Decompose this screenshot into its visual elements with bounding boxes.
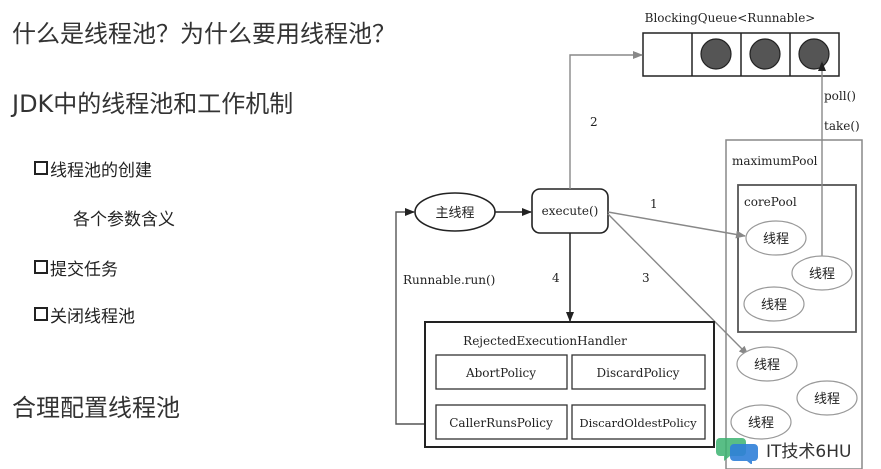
bullet-submit-label: 提交任务 xyxy=(50,260,118,280)
watermark: IT技术6HU xyxy=(716,434,851,464)
core-thread-3 xyxy=(743,286,805,322)
discard-policy-box xyxy=(571,354,706,390)
heading-jdk-threadpool: JDK中的线程池和工作机制 xyxy=(12,90,294,118)
caller-runs-policy-box xyxy=(435,404,568,440)
core-pool-box xyxy=(737,184,857,333)
discard-oldest-policy-label: DiscardOldestPolicy xyxy=(579,416,697,430)
core-thread-2 xyxy=(791,255,853,291)
main-thread-label: 主线程 xyxy=(435,206,474,221)
blocking-queue xyxy=(642,32,840,77)
heading-reasonable-config: 合理配置线程池 xyxy=(12,394,180,422)
edge-1-label: 1 xyxy=(650,197,658,211)
heading-what-is-threadpool: 什么是线程池？为什么要用线程池？ xyxy=(12,20,396,48)
max-thread-2-label: 线程 xyxy=(814,392,840,407)
max-thread-1 xyxy=(736,346,798,382)
queue-label: BlockingQueue<Runnable> xyxy=(645,11,816,25)
max-thread-3 xyxy=(730,404,792,440)
bullet-close: 关闭线程池 xyxy=(34,302,135,327)
abort-policy-label: AbortPolicy xyxy=(465,366,536,380)
edge-1-to-core xyxy=(607,211,746,239)
square-bullet-icon xyxy=(34,260,48,274)
wechat-logo-icon xyxy=(716,438,758,464)
take-label: take() xyxy=(824,119,860,133)
abort-policy-box xyxy=(435,354,568,390)
core-pool-label: corePool xyxy=(744,195,797,209)
bullet-create-label: 线程池的创建 xyxy=(50,161,152,181)
edge-2-to-queue xyxy=(569,51,643,189)
edge-3-label: 3 xyxy=(642,271,650,285)
queued-task-3 xyxy=(798,38,830,70)
discard-policy-label: DiscardPolicy xyxy=(597,366,680,380)
bullet-create: 线程池的创建 xyxy=(34,156,152,181)
core-thread-3-label: 线程 xyxy=(761,298,787,313)
edge-2-label: 2 xyxy=(590,115,598,129)
handler-label: RejectedExecutionHandler xyxy=(463,334,627,348)
core-thread-1 xyxy=(745,220,807,256)
core-thread-1-label: 线程 xyxy=(763,232,789,247)
maximum-pool-label: maximumPool xyxy=(732,154,818,168)
maximum-pool-box xyxy=(725,139,863,469)
square-bullet-icon xyxy=(34,307,48,321)
queued-task-1 xyxy=(700,38,732,70)
max-thread-1-label: 线程 xyxy=(754,358,780,373)
core-thread-2-label: 线程 xyxy=(809,267,835,282)
queued-task-2 xyxy=(749,38,781,70)
square-bullet-icon xyxy=(34,161,48,175)
max-thread-2 xyxy=(796,380,858,416)
edge-4-label: 4 xyxy=(552,271,560,285)
bullet-params-label: 各个参数含义 xyxy=(73,210,175,230)
runnable-run-label: Runnable.run() xyxy=(403,273,495,287)
caller-runs-loop-arrow xyxy=(395,208,436,425)
bullet-close-label: 关闭线程池 xyxy=(50,307,135,327)
watermark-text: IT技术6HU xyxy=(766,441,852,462)
poll-label: poll() xyxy=(824,89,856,103)
bullet-submit: 提交任务 xyxy=(34,255,118,280)
max-thread-3-label: 线程 xyxy=(748,416,774,431)
discard-oldest-policy-box xyxy=(571,404,706,440)
caller-runs-policy-label: CallerRunsPolicy xyxy=(449,416,553,430)
edge-3-to-maximum xyxy=(607,213,749,356)
execute-label: execute() xyxy=(542,204,599,218)
